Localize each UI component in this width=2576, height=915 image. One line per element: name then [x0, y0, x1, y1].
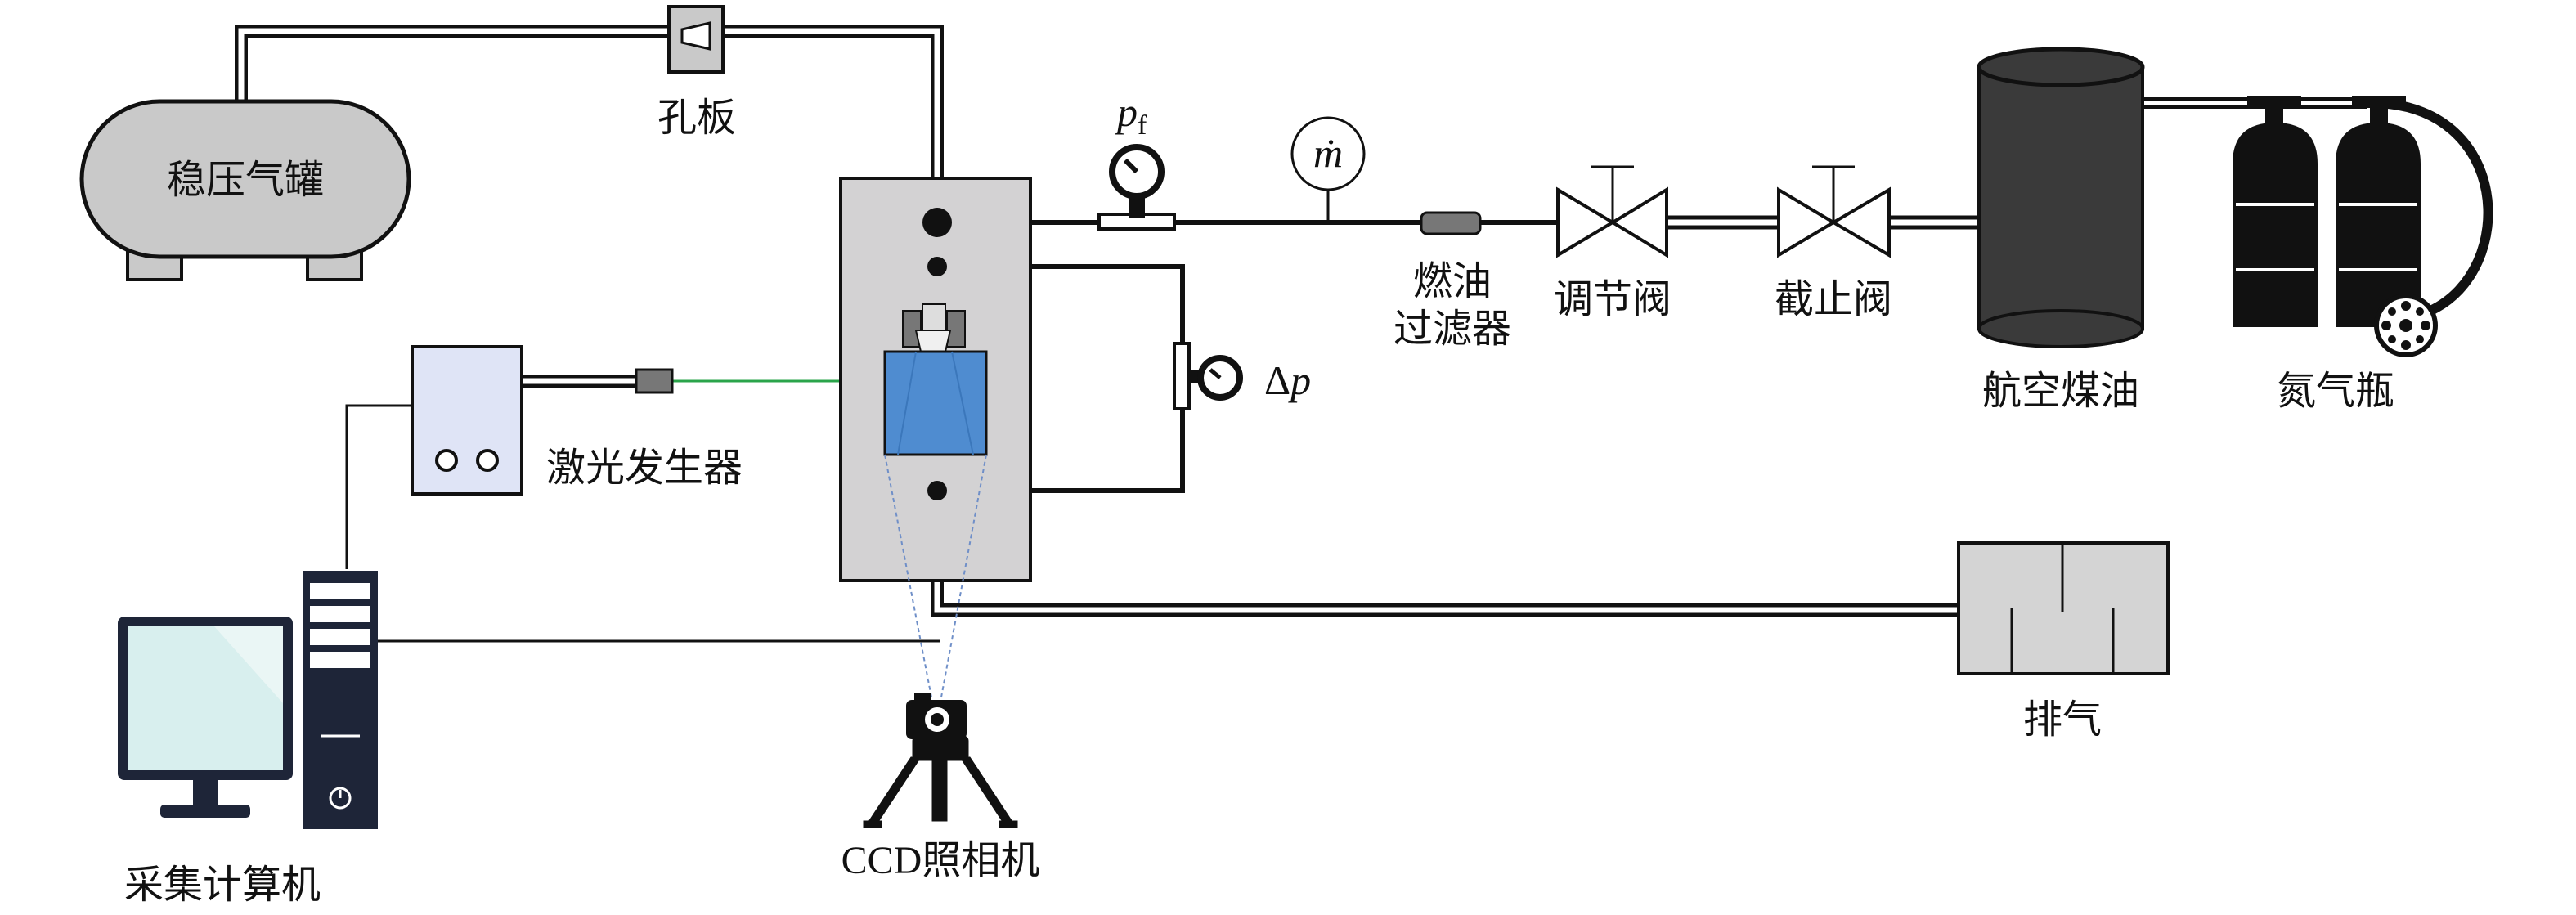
nitrogen-bottles: 氮气瓶	[2233, 96, 2493, 413]
stop-valve-label: 截止阀	[1775, 278, 1892, 321]
cable-laser-to-pc	[345, 404, 412, 569]
laser-box	[411, 345, 523, 496]
ccd-camera: CCD照相机	[841, 693, 1040, 882]
nitrogen-bottle-left	[2233, 123, 2318, 327]
exhaust-label: 排气	[2023, 698, 2102, 742]
regulating-valve-label: 调节阀	[1554, 278, 1672, 321]
fuel-filter: 燃油 过滤器	[1393, 211, 1511, 351]
nitrogen-bottle-right	[2336, 123, 2421, 327]
laser-knob-right	[476, 449, 499, 472]
chamber-dp-port-bottom	[927, 481, 947, 500]
regulating-valve: 调节阀	[1554, 165, 1672, 321]
kerosene-tank-body	[1977, 65, 2144, 330]
stabilizing-tank: 稳压气罐	[79, 99, 411, 281]
kerosene-tank-top	[1977, 47, 2145, 87]
injector-icon	[902, 303, 966, 352]
spray-pattern	[897, 351, 974, 455]
dp-label: Δp	[1264, 357, 1311, 403]
differential-pressure-gauge: Δp	[1173, 342, 1311, 410]
pipe-chamber-to-exhaust	[931, 579, 1959, 617]
kerosene-label: 航空煤油	[1982, 370, 2139, 413]
stop-valve: 截止阀	[1775, 165, 1892, 321]
laser-knob-left	[435, 449, 458, 472]
laser-generator: 激光发生器	[411, 345, 743, 496]
fuel-filter-label-2: 过滤器	[1393, 307, 1511, 351]
dp-fitting	[1173, 342, 1191, 410]
kerosene-tank-bottom	[1977, 309, 2144, 348]
flow-meter-icon	[1290, 116, 1366, 191]
regulating-valve-icon	[1556, 186, 1616, 258]
tripod-icon	[863, 735, 1018, 828]
exhaust-box: 排气	[1957, 541, 2170, 742]
tank-label: 稳压气罐	[167, 159, 324, 202]
camera-view-cone	[884, 454, 987, 702]
pf-label: pf	[1115, 89, 1147, 141]
laser-label: 激光发生器	[546, 446, 743, 490]
nitrogen-label: 氮气瓶	[2277, 370, 2394, 413]
fuel-filter-body	[1420, 211, 1482, 235]
stop-valve-icon	[1777, 186, 1837, 258]
nitrogen-hose	[2371, 98, 2493, 316]
laser-beam-connector	[635, 368, 674, 394]
tank-body	[79, 99, 411, 259]
acquisition-computer: 采集计算机	[118, 571, 378, 907]
computer-label: 采集计算机	[124, 863, 321, 907]
chamber-fuel-port	[922, 208, 952, 237]
flow-meter: ṁ	[1290, 116, 1366, 222]
flow-meter-label: ṁ	[1313, 130, 1343, 176]
orifice-plate: 孔板	[657, 5, 736, 140]
orifice-label: 孔板	[657, 96, 736, 140]
ccd-label: CCD照相机	[841, 839, 1040, 882]
pressure-gauge: pf	[1097, 89, 1176, 231]
test-chamber	[839, 177, 1032, 702]
fuel-filter-label-1: 燃油	[1413, 260, 1492, 303]
kerosene-tank: 航空煤油	[1977, 47, 2145, 413]
chamber-dp-port-top	[927, 257, 947, 276]
orifice-icon	[680, 21, 711, 51]
